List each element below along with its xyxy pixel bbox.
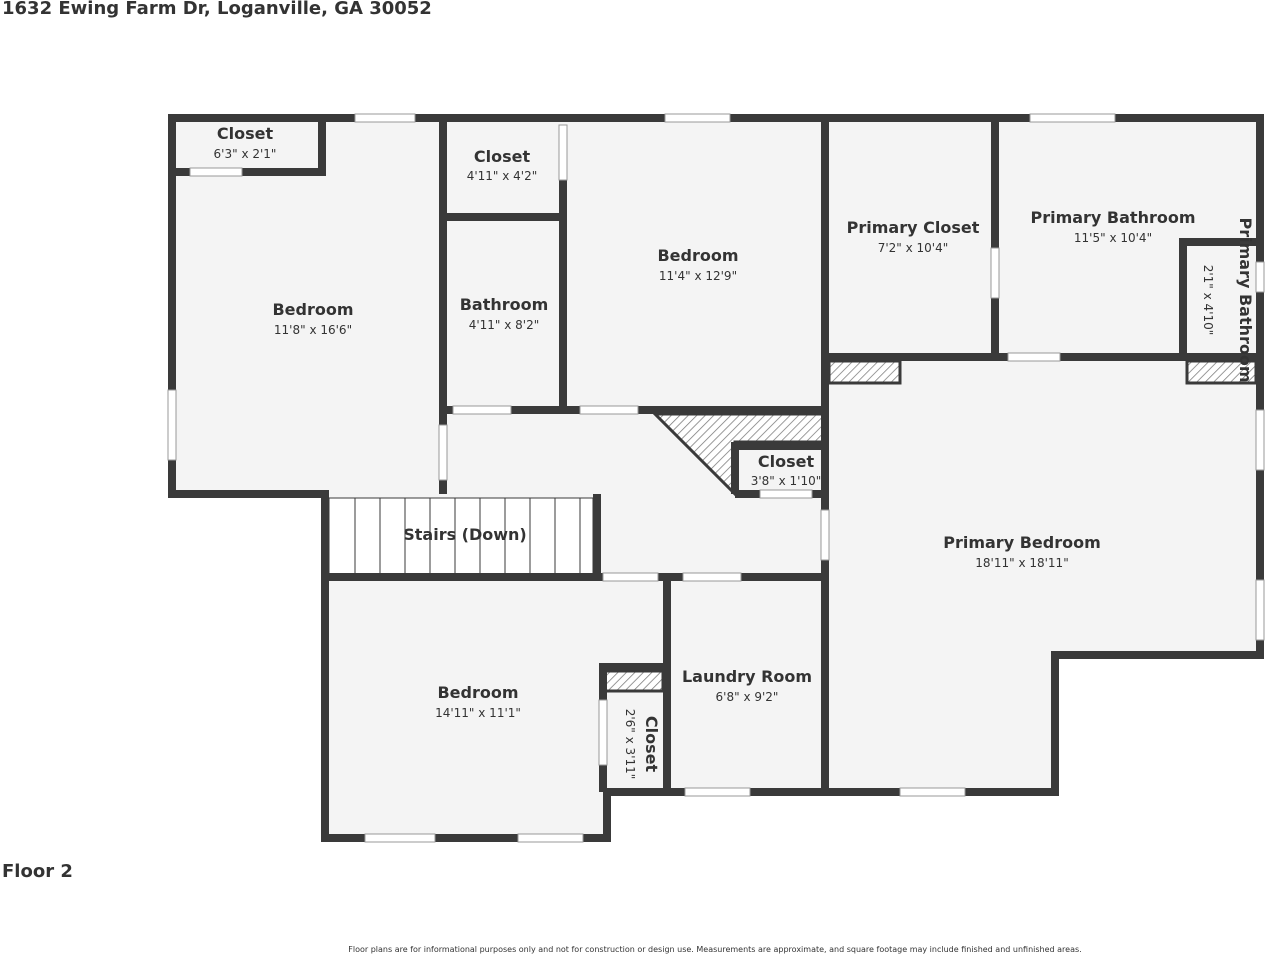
room-name: Primary Bathroom: [1236, 217, 1255, 382]
room-dim: 6'3" x 2'1": [214, 147, 277, 161]
room-dim: 6'8" x 9'2": [716, 690, 779, 704]
room-name: Primary Bathroom: [1030, 208, 1195, 227]
room-dim: 4'11" x 8'2": [469, 318, 540, 332]
room-dim: 4'11" x 4'2": [467, 169, 538, 183]
disclaimer: Floor plans are for informational purpos…: [348, 945, 1082, 954]
room-name: Closet: [758, 452, 815, 471]
room-name: Closet: [642, 716, 661, 773]
room-labels: Closet 6'3" x 2'1" Closet 4'11" x 4'2" Bed…: [214, 124, 1255, 779]
floor-label: Floor 2: [2, 861, 73, 882]
room-dim: 14'11" x 11'1": [435, 706, 521, 720]
room-name: Closet: [474, 147, 531, 166]
windows-doors: [167, 113, 1265, 843]
room-name: Bedroom: [657, 246, 738, 265]
room-name: Bedroom: [272, 300, 353, 319]
room-dim: 11'5" x 10'4": [1074, 231, 1152, 245]
room-name: Primary Bedroom: [943, 533, 1101, 552]
room-dim: 2'6" x 3'11": [623, 709, 637, 780]
room-dim: 2'1" x 4'10": [1201, 265, 1215, 336]
room-name: Bedroom: [437, 683, 518, 702]
address-title: 1632 Ewing Farm Dr, Loganville, GA 30052: [2, 0, 432, 19]
room-name: Primary Closet: [847, 218, 980, 237]
room-dim: 11'4" x 12'9": [659, 269, 737, 283]
room-name: Bathroom: [460, 295, 549, 314]
room-dim: 11'8" x 16'6": [274, 323, 352, 337]
room-name: Closet: [217, 124, 274, 143]
stairs: [328, 497, 594, 576]
room-name: Laundry Room: [682, 667, 812, 686]
room-dim: 18'11" x 18'11": [975, 556, 1068, 570]
room-name: Stairs (Down): [403, 525, 527, 544]
room-dim: 7'2" x 10'4": [878, 241, 949, 255]
room-dim: 3'8" x 1'10": [751, 474, 822, 488]
